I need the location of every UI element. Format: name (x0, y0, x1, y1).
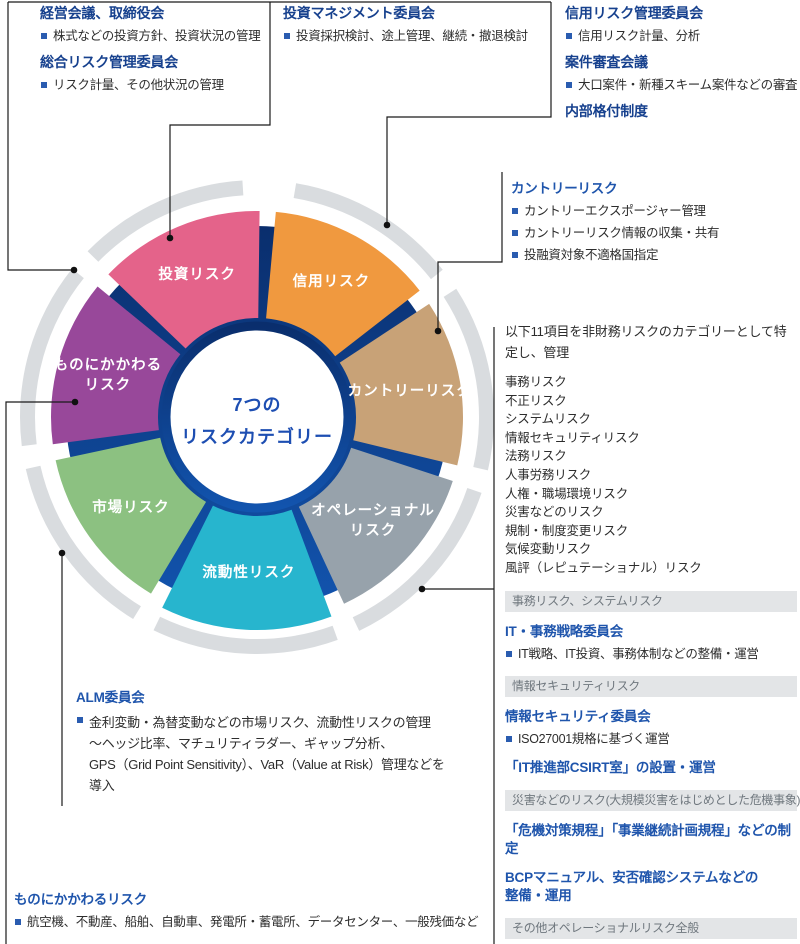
center-circle (161, 321, 353, 513)
wedge-operational-risk (298, 447, 453, 604)
bullet-square-icon (77, 717, 83, 723)
panel-credit-risk-committee: 信用リスク管理委員会信用リスク計量、分析案件審査会議大口案件・新種スキーム案件な… (565, 4, 800, 125)
heading: 「IT推進部CSIRT室」の設置・運営 (505, 759, 716, 775)
bullet-item: リスク計量、その他状況の管理 (40, 77, 290, 94)
heading: 総合リスク管理委員会 (40, 54, 178, 70)
outer-ring-arc (153, 616, 338, 654)
bullet-item: 株式などの投資方針、投資状況の管理 (40, 28, 290, 45)
heading: ALM委員会 (76, 690, 145, 705)
risk-list-item: 気候変動リスク (505, 542, 592, 557)
section-bar: 事務リスク、システムリスク (505, 590, 797, 612)
panel-investment-management-committee: 投資マネジメント委員会投資採択検討、途上管理、継続・撤退検討 (283, 4, 545, 50)
wedge-label-investment-risk: 投資リスク (158, 265, 236, 283)
bullet-square-icon (512, 252, 518, 258)
section-bar: 災害などのリスク(大規模災害をはじめとした危機事象) (505, 789, 800, 811)
heading: BCPマニュアル、安否確認システムなどの 整備・運用 (505, 869, 759, 903)
bullet-text: 投融資対象不適格国指定 (524, 248, 659, 262)
heading: 案件審査会議 (565, 54, 648, 70)
wedge-market-risk (55, 437, 207, 594)
bullet-square-icon (506, 735, 512, 742)
wedge-asset-related-risk (51, 286, 181, 445)
wedge-label-operational-risk: オペレーショナルリスク (311, 502, 435, 539)
heading: IT・事務戦略委員会 (505, 623, 623, 639)
heading: 情報セキュリティ委員会 (505, 708, 651, 724)
risk-list-item: 規制・制度変更リスク (505, 523, 629, 538)
bullet-square-icon (512, 230, 518, 236)
wedge-label-asset-related-risk: ものにかかわるリスク (54, 357, 163, 394)
bullet-square-icon (566, 33, 572, 39)
heading: 信用リスク管理委員会 (565, 5, 703, 21)
bullet-square-icon (566, 82, 572, 88)
wedge-country-risk (339, 303, 463, 466)
wedge-label-market-risk: 市場リスク (92, 498, 170, 516)
wedge-liquidity-risk (162, 505, 332, 630)
bullet-item: 航空機、不動産、船舶、自動車、発電所・蓄電所、データセンター、一般残価など (14, 914, 514, 931)
wedge-label-liquidity-risk: 流動性リスク (202, 563, 295, 581)
bullet-square-icon (284, 33, 290, 39)
outer-ring-arc (443, 288, 494, 471)
risk-list-item: 情報セキュリティリスク (505, 430, 640, 445)
bullet-square-icon (512, 208, 518, 214)
bullet-square-icon (41, 82, 47, 88)
bullet-text: 大口案件・新種スキーム案件などの審査 (578, 78, 798, 92)
risk-list-item: 事務リスク (505, 375, 567, 389)
risk-wheel: 7つのリスクカテゴリー 信用リスクカントリーリスクオペレーショナルリスク流動性リス… (19, 180, 494, 654)
outer-ring-arc (293, 183, 443, 280)
bullet-text: 株式などの投資方針、投資状況の管理 (53, 29, 261, 43)
outer-ring-arc (352, 488, 482, 631)
wedge-credit-risk (266, 211, 420, 357)
bullet-text: 信用リスク計量、分析 (578, 29, 701, 43)
heading: 経営会議、取締役会 (40, 5, 165, 21)
bullet-item: ISO27001規格に基づく運営 (505, 731, 797, 748)
risk-list-item: 法務リスク (505, 449, 567, 464)
section-bar: 情報セキュリティリスク (505, 675, 797, 697)
risk-list-item: 風評（レピュテーショナル）リスク (505, 560, 702, 575)
section-bar: その他オペレーショナルリスク全般 (505, 917, 797, 939)
bullet-text: ISO27001規格に基づく運営 (518, 731, 670, 746)
bullet-text: リスク計量、その他状況の管理 (53, 78, 224, 92)
risk-list-item: 不正リスク (505, 393, 567, 408)
bullet-text: 金利変動・為替変動などの市場リスク、流動性リスクの管理 ～ヘッジ比率、マチュリテ… (89, 715, 445, 793)
bullet-text: カントリーリスク情報の収集・共有 (524, 226, 720, 240)
panel-country-risk: カントリーリスクカントリーエクスポージャー管理カントリーリスク情報の収集・共有投… (511, 180, 797, 269)
bullet-item: カントリーエクスポージャー管理 (511, 203, 797, 220)
panel-asset-related-risk: ものにかかわるリスク航空機、不動産、船舶、自動車、発電所・蓄電所、データセンター… (14, 891, 514, 936)
heading: カントリーリスク (511, 181, 618, 196)
bullet-item: 投融資対象不適格国指定 (511, 247, 797, 264)
nonfinancial-risk-intro: 以下11項目を非財務リスクのカテゴリーとして特定し、管理 (505, 324, 787, 360)
heading: 「危機対策規程」「事業継続計画規程」などの制定 (505, 822, 791, 856)
risk-list-item: システムリスク (505, 412, 591, 427)
heading: ものにかかわるリスク (14, 892, 147, 907)
panel-board-of-directors: 経営会議、取締役会株式などの投資方針、投資状況の管理総合リスク管理委員会リスク計… (40, 4, 290, 99)
bullet-item: 信用リスク計量、分析 (565, 28, 800, 45)
bullet-square-icon (506, 650, 512, 657)
bullet-item: IT戦略、IT投資、事務体制などの整備・運営 (505, 646, 797, 663)
bullet-square-icon (41, 33, 47, 39)
bullet-item: 投資採択検討、途上管理、継続・撤退検討 (283, 28, 545, 45)
bullet-item: 金利変動・為替変動などの市場リスク、流動性リスクの管理 ～ヘッジ比率、マチュリテ… (76, 712, 508, 796)
heading: 内部格付制度 (565, 103, 648, 119)
risk-list-item: 災害などのリスク (505, 505, 604, 520)
bullet-text: 航空機、不動産、船舶、自動車、発電所・蓄電所、データセンター、一般残価など (27, 915, 479, 929)
bullet-item: 大口案件・新種スキーム案件などの審査 (565, 77, 800, 94)
bullet-square-icon (15, 919, 21, 925)
wedge-label-credit-risk: 信用リスク (293, 272, 371, 290)
risk-list-item: 人権・職場環境リスク (505, 486, 629, 501)
panel-operational-risk-column: 以下11項目を非財務リスクのカテゴリーとして特定し、管理事務リスク不正リスクシス… (505, 321, 800, 944)
bullet-text: 投資採択検討、途上管理、継続・撤退検討 (296, 29, 528, 43)
bullet-item: カントリーリスク情報の収集・共有 (511, 225, 797, 242)
heading: 投資マネジメント委員会 (283, 5, 435, 21)
risk-list-item: 人事労務リスク (505, 467, 592, 482)
panel-alm-committee: ALM委員会金利変動・為替変動などの市場リスク、流動性リスクの管理 ～ヘッジ比率… (76, 689, 508, 801)
center-label: 7つのリスクカテゴリー (181, 395, 333, 447)
wedge-label-country-risk: カントリーリスク (348, 382, 472, 399)
wedge-investment-risk (108, 211, 260, 349)
bullet-text: カントリーエクスポージャー管理 (524, 204, 706, 218)
bullet-text: IT戦略、IT投資、事務体制などの整備・運営 (518, 646, 759, 661)
